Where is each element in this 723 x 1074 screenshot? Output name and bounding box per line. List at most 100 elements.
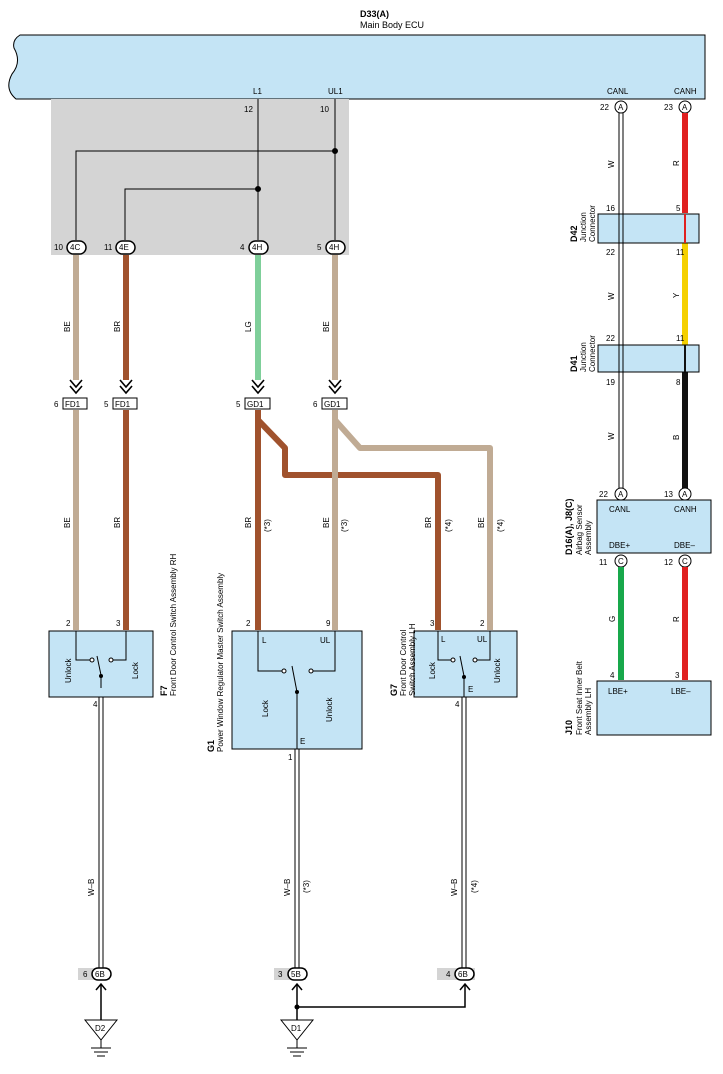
g1-code: G1 bbox=[206, 740, 216, 752]
mid-conn-4-id: GD1 bbox=[324, 400, 341, 409]
d16-code: D16(A), J8(C) bbox=[564, 498, 574, 555]
d41-name-1: Junction bbox=[579, 342, 588, 372]
mid-conn-4-pin: 6 bbox=[313, 400, 318, 409]
d42-pin-1: 16 bbox=[606, 204, 615, 213]
f7-name: Front Door Control Switch Assembly RH bbox=[169, 554, 178, 696]
f7-lock: Lock bbox=[131, 661, 140, 679]
top-conn-2-pin: 11 bbox=[104, 243, 113, 252]
ecu-pin-l1-label: L1 bbox=[253, 87, 262, 96]
ecu-pin-l1-num: 12 bbox=[244, 105, 253, 114]
wire-note-g1-be: (*3) bbox=[340, 519, 349, 532]
j10-name-2: Assembly LH bbox=[584, 688, 593, 735]
d16-conn-4: C bbox=[682, 557, 688, 566]
seat-belt-j10: 4 3 LBE+ LBE– J10 Front Seat Inner Belt … bbox=[564, 660, 712, 736]
mid-connectors: 6 FD1 5 FD1 5 GD1 6 GD1 bbox=[54, 397, 348, 410]
g1-pin-b: 9 bbox=[326, 619, 331, 628]
ecu-pin-canl-conn bbox=[614, 100, 628, 114]
wire-label-wb-3: W–B bbox=[450, 879, 459, 896]
wire-label-be-g1: BE bbox=[322, 517, 331, 528]
ecu-pin-canh-label: CANH bbox=[674, 87, 697, 96]
wire-label-r-2: R bbox=[672, 616, 681, 622]
d16-name-2: Assembly bbox=[584, 520, 593, 555]
d41-pin-4: 8 bbox=[676, 378, 681, 387]
g7-lock: Lock bbox=[428, 661, 437, 679]
wire-note-g7-be: (*4) bbox=[496, 519, 505, 532]
top-conn-3-pin: 4 bbox=[240, 243, 245, 252]
f7-pin-c: 4 bbox=[93, 700, 98, 709]
wire-label-be-g7: BE bbox=[477, 517, 486, 528]
d41-pin-1: 22 bbox=[606, 334, 615, 343]
j10-lbe-plus: LBE+ bbox=[608, 687, 628, 696]
mid-conn-3-id: GD1 bbox=[247, 400, 264, 409]
top-conn-1-pin: 10 bbox=[54, 243, 63, 252]
d42-code: D42 bbox=[569, 225, 579, 242]
g7-pin-a: 3 bbox=[430, 619, 435, 628]
g7-l: L bbox=[441, 635, 446, 644]
airbag-sensor-d16: 22 A 13 A CANL CANH DBE+ DBE– 11 C 12 C … bbox=[564, 487, 712, 568]
wire-label-g: G bbox=[608, 616, 617, 622]
wire-label-r: R bbox=[672, 160, 681, 166]
d41-code: D41 bbox=[569, 355, 579, 372]
g1-lock: Lock bbox=[261, 699, 270, 717]
wire-label-br-2b: BR bbox=[113, 517, 122, 528]
g1-pin-c: 1 bbox=[288, 753, 293, 762]
ecu-pin-canh-num: 23 bbox=[664, 103, 673, 112]
wire-label-lg: LG bbox=[244, 321, 253, 332]
d16-canl: CANL bbox=[609, 505, 631, 514]
j10-lbe-minus: LBE– bbox=[671, 687, 691, 696]
d41-pin-3: 19 bbox=[606, 378, 615, 387]
top-conn-4-id: 4H bbox=[329, 243, 339, 252]
d41-pin-2: 11 bbox=[676, 334, 685, 343]
wire-note-wb-2: (*3) bbox=[302, 880, 311, 893]
mid-conn-1-id: FD1 bbox=[65, 400, 81, 409]
gnd-conn-2-pin: 3 bbox=[278, 970, 283, 979]
j10-name-1: Front Seat Inner Belt bbox=[575, 660, 584, 735]
junction-d42: 16 5 22 11 D42 Junction Connector bbox=[569, 204, 700, 257]
wire-label-w-1: W bbox=[607, 160, 616, 168]
d16-conn-2: A bbox=[682, 490, 688, 499]
d42-name-2: Connector bbox=[588, 205, 597, 242]
wire-label-b: B bbox=[672, 435, 681, 440]
ecu-pin-canl-num: 22 bbox=[600, 103, 609, 112]
f7-code: F7 bbox=[159, 685, 169, 696]
wire-note-g1-br: (*3) bbox=[263, 519, 272, 532]
ecu-pin-canl-label: CANL bbox=[607, 87, 629, 96]
mid-conn-2-pin: 5 bbox=[104, 400, 109, 409]
wire-label-be-1: BE bbox=[63, 321, 72, 332]
g7-e: E bbox=[468, 685, 473, 694]
ground-d1-label: D1 bbox=[291, 1024, 302, 1033]
gnd-conn-2-id: 5B bbox=[291, 970, 301, 979]
j10-pin-1: 4 bbox=[610, 671, 615, 680]
f7-pin-b: 3 bbox=[116, 619, 121, 628]
ground-d2-label: D2 bbox=[95, 1024, 106, 1033]
f7-pin-a: 2 bbox=[66, 619, 71, 628]
ecu-body bbox=[8, 34, 706, 100]
switch-g1: 2 9 L UL Lock Unlock E 1 G1 Power Window… bbox=[206, 573, 363, 762]
switch-g7: 3 2 L UL Lock Unlock E 4 G7 Front Door C… bbox=[389, 619, 518, 709]
gnd-conn-1-id: 6B bbox=[95, 970, 105, 979]
wire-label-wb-2: W–B bbox=[283, 879, 292, 896]
wire-note-wb-3: (*4) bbox=[470, 880, 479, 893]
g1-e: E bbox=[300, 737, 305, 746]
wire-label-wb-1: W–B bbox=[87, 879, 96, 896]
g7-name-2: Switch Assembly LH bbox=[408, 623, 417, 696]
ground-symbol-d2: D2 bbox=[83, 1019, 119, 1057]
top-conn-4-pin: 5 bbox=[317, 243, 322, 252]
gnd-conn-1-pin: 6 bbox=[83, 970, 88, 979]
ground-leads bbox=[95, 982, 471, 1020]
j10-pin-2: 3 bbox=[675, 671, 680, 680]
wire-label-y: Y bbox=[672, 292, 681, 298]
f7-unlock: Unlock bbox=[64, 658, 73, 683]
d16-pin-3: 11 bbox=[599, 558, 608, 567]
d41-name-2: Connector bbox=[588, 335, 597, 372]
g1-l: L bbox=[262, 636, 267, 645]
d42-pin-4: 11 bbox=[676, 248, 685, 257]
ground-junction-dot bbox=[294, 1004, 300, 1010]
gnd-conn-3-id: 6B bbox=[458, 970, 468, 979]
wire-note-g7-br: (*4) bbox=[444, 519, 453, 532]
wire-be-g7 bbox=[332, 418, 493, 630]
ecu-pin-ul1-num: 10 bbox=[320, 105, 329, 114]
top-conn-1-id: 4C bbox=[70, 243, 80, 252]
wire-label-br-g7: BR bbox=[424, 517, 433, 528]
